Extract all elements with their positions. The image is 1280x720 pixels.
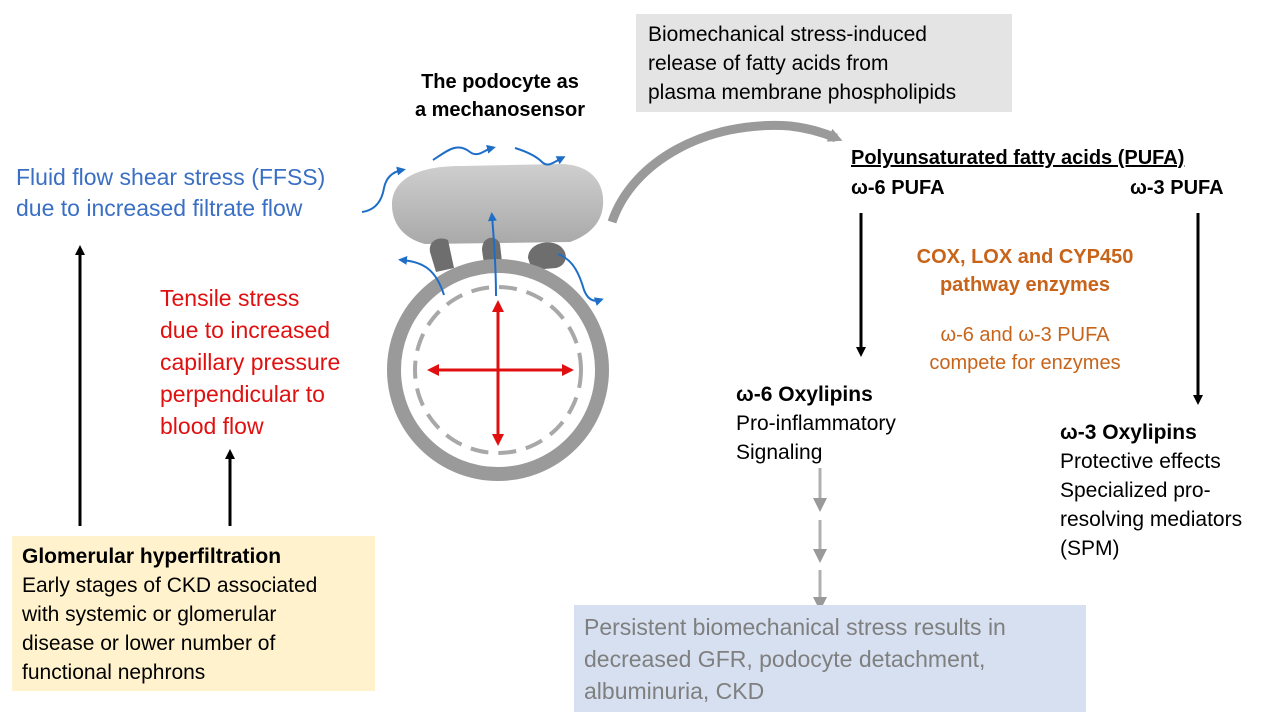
hyperfiltration-line: disease or lower number of bbox=[22, 632, 276, 655]
hyperfiltration-box: Glomerular hyperfiltration Early stages … bbox=[12, 536, 375, 691]
release-box-line: Biomechanical stress-induced bbox=[648, 23, 927, 46]
compete-line: compete for enzymes bbox=[929, 352, 1121, 374]
outcome-line: Persistent biomechanical stress results … bbox=[584, 614, 1006, 640]
omega6-oxylipins-title: ω-6 Oxylipins bbox=[736, 383, 873, 406]
omega3-pufa-label: ω-3 PUFA bbox=[1130, 177, 1224, 199]
omega3-oxylipins-line: resolving mediators bbox=[1060, 508, 1243, 531]
foot-process bbox=[429, 238, 454, 272]
tensile-line: Tensile stress bbox=[160, 285, 300, 311]
outcome-line: decreased GFR, podocyte detachment, bbox=[584, 646, 986, 672]
podocyte-cell bbox=[392, 164, 604, 272]
tensile-line: due to increased bbox=[160, 317, 331, 343]
tensile-stress-arrows bbox=[427, 300, 574, 446]
outcome-box: Persistent biomechanical stress results … bbox=[574, 605, 1086, 712]
compete-label: ω-6 and ω-3 PUFA compete for enzymes bbox=[890, 321, 1160, 377]
omega3-oxylipins-title: ω-3 Oxylipins bbox=[1060, 421, 1197, 444]
filtrate-flow-arrows bbox=[361, 144, 604, 306]
enzymes-label: COX, LOX and CYP450 pathway enzymes bbox=[880, 243, 1170, 299]
hyperfiltration-line: with systemic or glomerular bbox=[22, 603, 277, 626]
omega3-oxylipins-line: (SPM) bbox=[1060, 537, 1120, 560]
black-arrows bbox=[75, 213, 1203, 526]
hyperfiltration-line: Early stages of CKD associated bbox=[22, 574, 318, 597]
enzymes-line: pathway enzymes bbox=[939, 274, 1111, 296]
ffss-line: Fluid flow shear stress (FFSS) bbox=[16, 164, 326, 190]
podocyte-title: The podocyte as a mechanosensor bbox=[390, 68, 610, 124]
omega6-oxylipins-line: Signaling bbox=[736, 441, 823, 464]
foot-process bbox=[528, 242, 566, 270]
omega6-oxylipins-line: Pro-inflammatory bbox=[736, 412, 896, 435]
omega6-pufa-label: ω-6 PUFA bbox=[851, 177, 945, 199]
enzymes-line: COX, LOX and CYP450 bbox=[916, 246, 1134, 268]
compete-line: ω-6 and ω-3 PUFA bbox=[940, 324, 1110, 346]
release-curved-arrow bbox=[607, 120, 843, 224]
outcome-line: albuminuria, CKD bbox=[584, 678, 765, 704]
capillary bbox=[387, 259, 609, 481]
omega3-oxylipins-line: Specialized pro- bbox=[1060, 479, 1211, 502]
hyperfiltration-title: Glomerular hyperfiltration bbox=[22, 545, 282, 568]
tensile-line: perpendicular to bbox=[160, 381, 325, 407]
release-box: Biomechanical stress-induced release of … bbox=[636, 14, 1012, 112]
podocyte-title-line: The podocyte as bbox=[421, 71, 579, 93]
tensile-line: blood flow bbox=[160, 413, 264, 439]
podocyte-title-line: a mechanosensor bbox=[414, 99, 586, 121]
omega6-oxylipins: ω-6 Oxylipins Pro-inflammatory Signaling bbox=[736, 380, 896, 467]
tensile-line: capillary pressure bbox=[160, 349, 341, 375]
release-box-line: release of fatty acids from bbox=[648, 52, 889, 75]
foot-process bbox=[482, 237, 502, 264]
tensile-stress-label: Tensile stress due to increased capillar… bbox=[160, 282, 340, 442]
release-box-line: plasma membrane phospholipids bbox=[648, 81, 957, 104]
ffss-label: Fluid flow shear stress (FFSS) due to in… bbox=[16, 162, 325, 224]
ffss-line: due to increased filtrate flow bbox=[16, 195, 303, 221]
pufa-title: Polyunsaturated fatty acids (PUFA) bbox=[851, 147, 1185, 169]
omega3-oxylipins: ω-3 Oxylipins Protective effects Special… bbox=[1060, 418, 1242, 563]
omega3-oxylipins-line: Protective effects bbox=[1060, 450, 1221, 473]
hyperfiltration-line: functional nephrons bbox=[22, 661, 206, 684]
